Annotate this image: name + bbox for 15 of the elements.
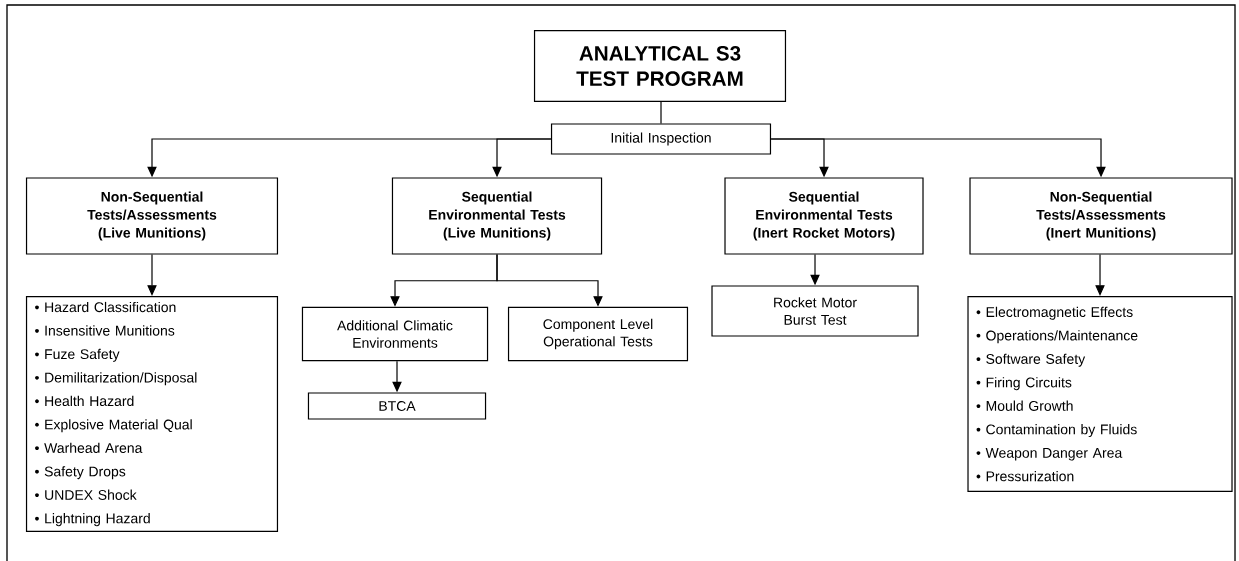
list-box: • Hazard Classification • Insensitive Munitions • Fuze Safety • Demilitarization/Disposal • Health Hazard • Explosive Material Qual • Warhead Arena • Safety Drops • UNDEX Shock • Lightning Hazard [25,295,279,533]
arrow [1095,254,1105,296]
process-box: Rocket Motor Burst Test [711,285,919,337]
process-box: Initial Inspection [550,123,772,155]
connector-line [660,101,662,124]
list-box: • Electromagnetic Effects • Operations/Maintenance • Software Safety • Firing Circuits • Mould Growth • Contamination by Fluids • Weapon Danger Area • Pressurization [967,295,1233,493]
title-box: ANALYTICAL S3 TEST PROGRAM [533,29,787,103]
process-box: BTCA [307,392,487,420]
process-box: Component Level Operational Tests [507,306,689,362]
process-box: Additional Climatic Environments [301,306,489,362]
arrow [147,254,157,296]
category-box: Sequential Environmental Tests (Inert Rocket Motors) [724,177,924,255]
category-box: Sequential Environmental Tests (Live Munitions) [391,177,603,255]
category-box: Non-Sequential Tests/Assessments (Live Munitions) [25,177,279,255]
category-box: Non-Sequential Tests/Assessments (Inert Munitions) [969,177,1233,255]
